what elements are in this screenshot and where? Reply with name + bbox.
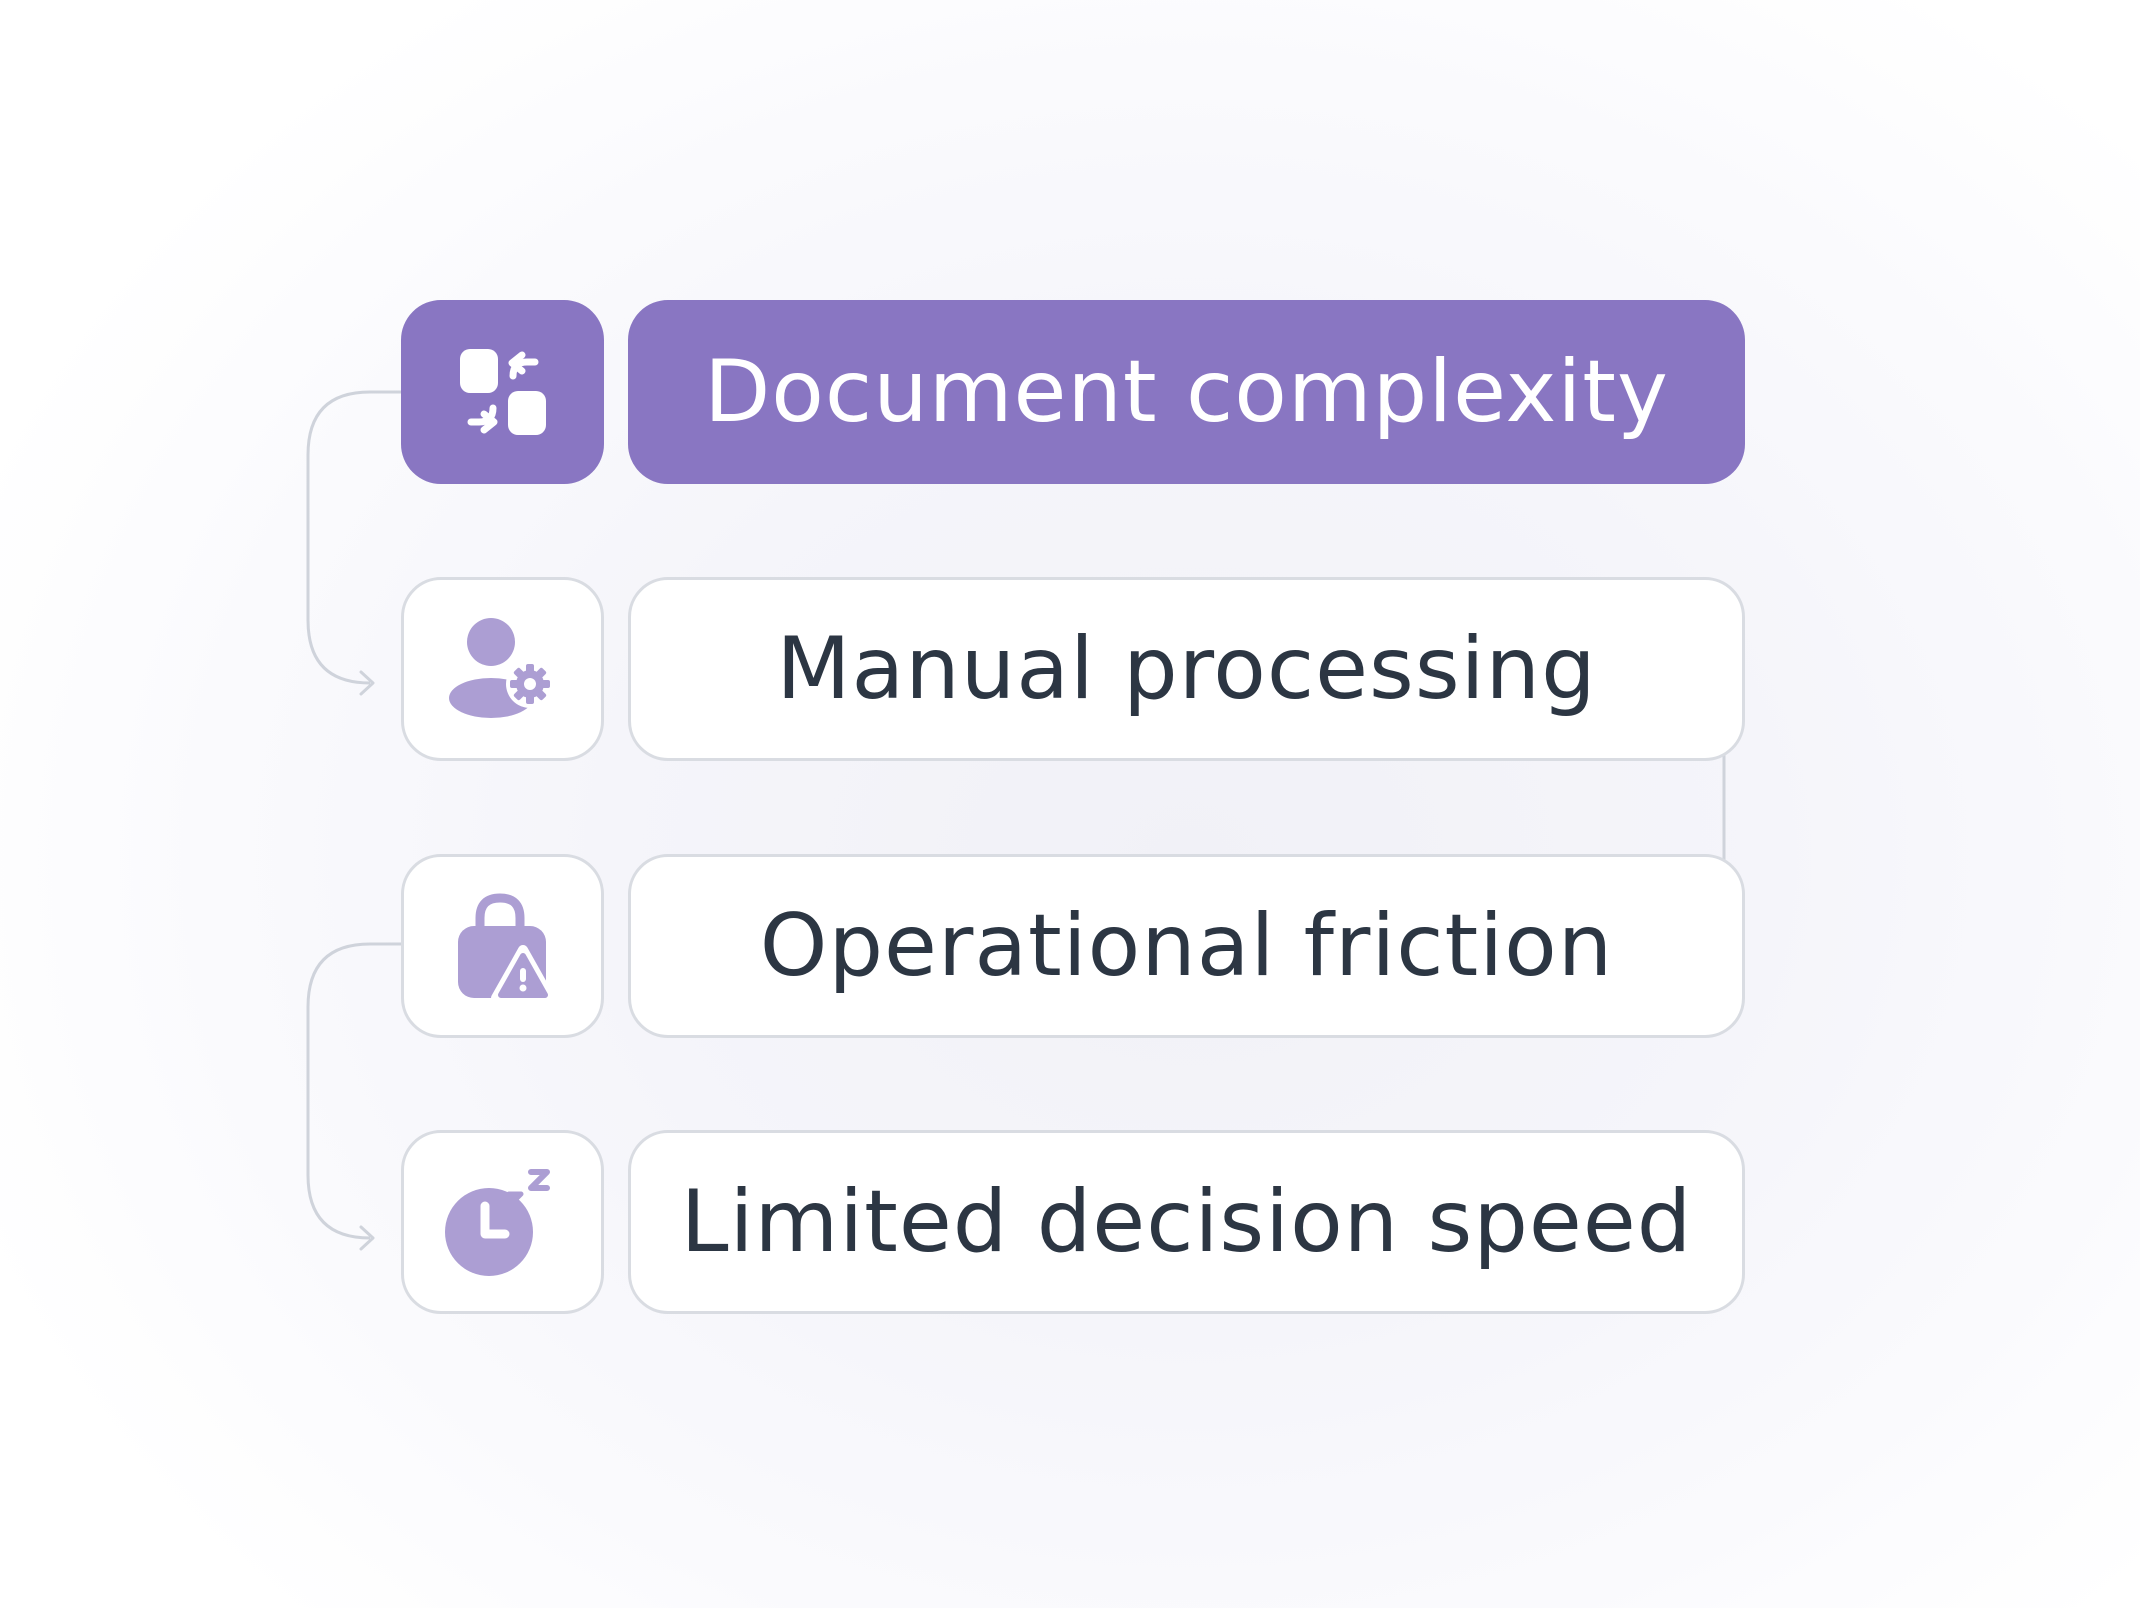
lock-warning-icon	[457, 893, 555, 1003]
clock-sleep-icon	[444, 1169, 550, 1276]
step-4-label: Limited decision speed	[628, 1130, 1745, 1314]
connector-1-2	[306, 390, 401, 685]
step-2-label: Manual processing	[628, 577, 1745, 761]
step-2-icon-box	[401, 577, 604, 761]
step-3-label: Operational friction	[628, 854, 1745, 1038]
connector-3-4	[306, 942, 401, 1240]
step-3-icon-box	[401, 854, 604, 1038]
step-4-icon-box	[401, 1130, 604, 1314]
step-1-label: Document complexity	[628, 300, 1745, 484]
connector-1-2-arrowhead	[359, 670, 375, 696]
step-1-icon-box	[401, 300, 604, 484]
document-swap-icon	[459, 349, 546, 435]
user-gear-icon	[448, 618, 554, 718]
connector-3-4-arrowhead	[359, 1225, 375, 1251]
